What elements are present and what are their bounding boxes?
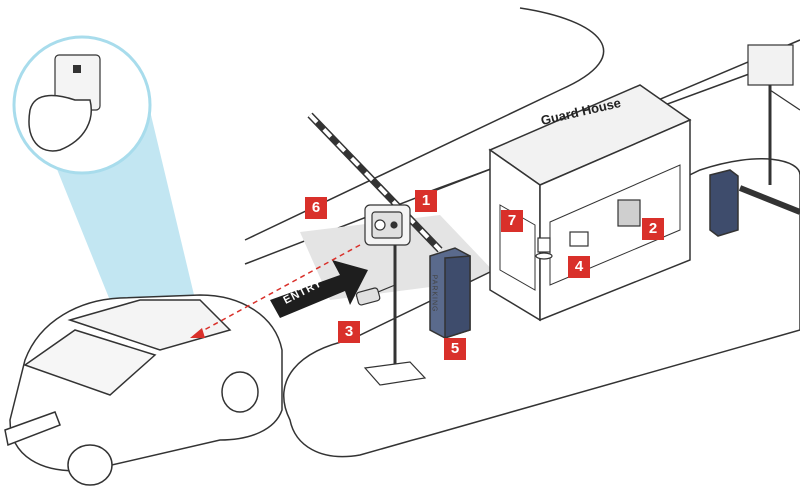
car	[4, 294, 283, 486]
signal-dashed-line	[194, 244, 361, 336]
card-reader-unit	[363, 204, 427, 386]
dispenser-text: PARKING	[430, 274, 438, 313]
callout-5: 5	[444, 338, 466, 360]
callout-6: 6	[305, 197, 327, 219]
exit-reader-post	[747, 44, 800, 185]
signal-arrowhead	[190, 328, 205, 338]
callout-1: 1	[415, 190, 437, 212]
booth-equipment	[535, 199, 641, 260]
camera	[355, 284, 396, 306]
callout-2: 2	[642, 218, 664, 240]
card-inset	[12, 35, 152, 175]
callout-4: 4	[568, 256, 590, 278]
exit-boom-barrier	[709, 169, 800, 237]
callout-3: 3	[338, 321, 360, 343]
entry-arrow	[270, 260, 368, 318]
entry-boom-barrier	[307, 112, 471, 340]
callout-7: 7	[501, 210, 523, 232]
